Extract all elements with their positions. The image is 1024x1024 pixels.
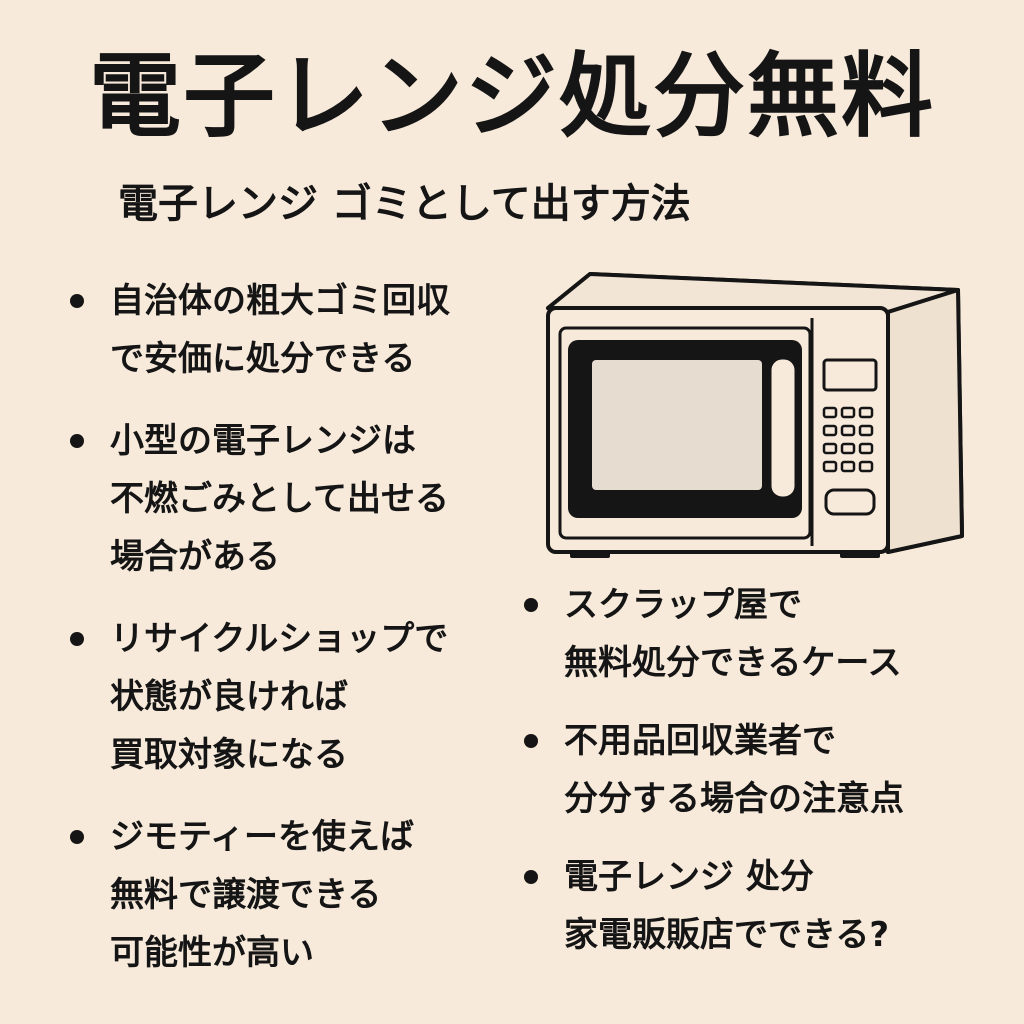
list-item-scrap-yard: スクラップ屋で 無料処分できるケース (522, 576, 1002, 692)
list-item-appliance-store: 電子レンジ 处分 家電販販店でできる? (522, 848, 1002, 964)
left-bullet-list: 自治体の粗大ゴミ回収 で安価に処分できる 小型の電子レンジは 不燃ごみとして出せ… (68, 272, 528, 1006)
door-handle (768, 356, 798, 500)
list-item-recycle-shop: リサイクルショップで 状態が良ければ 買取対象になる (68, 610, 528, 784)
list-item-bulky-waste: 自治体の粗大ゴミ回収 で安価に処分できる (68, 272, 528, 388)
list-item-non-burnable: 小型の電子レンジは 不燃ごみとして出せる 場合がある (68, 412, 528, 586)
display-panel (822, 358, 878, 392)
microwave-illustration (546, 272, 964, 558)
page-subtitle: 電子レンジ ゴミとして出す方法 (118, 181, 691, 227)
keypad (822, 406, 874, 473)
right-bullet-list: スクラップ屋で 無料処分できるケース 不用品回収業者で 分分する場合の注意点 電… (522, 576, 1002, 984)
door-window (592, 360, 762, 490)
list-item-jmty: ジモティーを使えば 無料で譲渡できる 可能性が高い (68, 808, 528, 982)
page-title: 電子レンジ処分無料 (88, 43, 935, 150)
list-item-collection-company: 不用品回収業者で 分分する場合の注意点 (522, 712, 1002, 828)
start-button-shape (824, 488, 876, 516)
microwave-icon (540, 268, 970, 558)
